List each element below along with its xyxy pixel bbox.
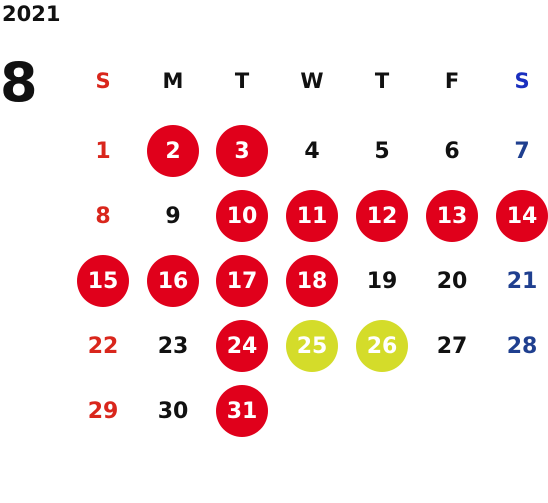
day-cell: 3	[216, 125, 268, 177]
day-cell: 31	[216, 385, 268, 437]
day-cell: 26	[356, 320, 408, 372]
day-cell: 12	[356, 190, 408, 242]
weekday-header: M	[162, 69, 184, 93]
day-cell: 5	[374, 138, 390, 164]
day-cell: 22	[87, 333, 119, 359]
year-label: 2021	[2, 2, 61, 26]
day-cell: 23	[157, 333, 189, 359]
day-cell: 10	[216, 190, 268, 242]
day-cell: 20	[436, 268, 468, 294]
day-cell: 19	[366, 268, 398, 294]
day-cell: 25	[286, 320, 338, 372]
day-cell: 15	[77, 255, 129, 307]
day-cell: 8	[95, 203, 111, 229]
day-cell: 13	[426, 190, 478, 242]
day-cell: 14	[496, 190, 548, 242]
weekday-header: W	[300, 69, 324, 93]
day-cell: 7	[514, 138, 530, 164]
day-cell: 11	[286, 190, 338, 242]
weekday-header: T	[234, 69, 250, 93]
day-cell: 2	[147, 125, 199, 177]
day-cell: 6	[444, 138, 460, 164]
weekday-header: S	[95, 69, 111, 93]
day-cell: 27	[436, 333, 468, 359]
day-cell: 9	[165, 203, 181, 229]
day-cell: 16	[147, 255, 199, 307]
day-cell: 29	[87, 398, 119, 424]
day-cell: 1	[95, 138, 111, 164]
weekday-header: F	[444, 69, 460, 93]
day-cell: 24	[216, 320, 268, 372]
weekday-header: T	[374, 69, 390, 93]
day-cell: 28	[506, 333, 538, 359]
month-number: 8	[0, 51, 38, 114]
day-cell: 17	[216, 255, 268, 307]
day-cell: 18	[286, 255, 338, 307]
day-cell: 4	[304, 138, 320, 164]
day-cell: 21	[506, 268, 538, 294]
day-cell: 30	[157, 398, 189, 424]
weekday-header: S	[514, 69, 530, 93]
